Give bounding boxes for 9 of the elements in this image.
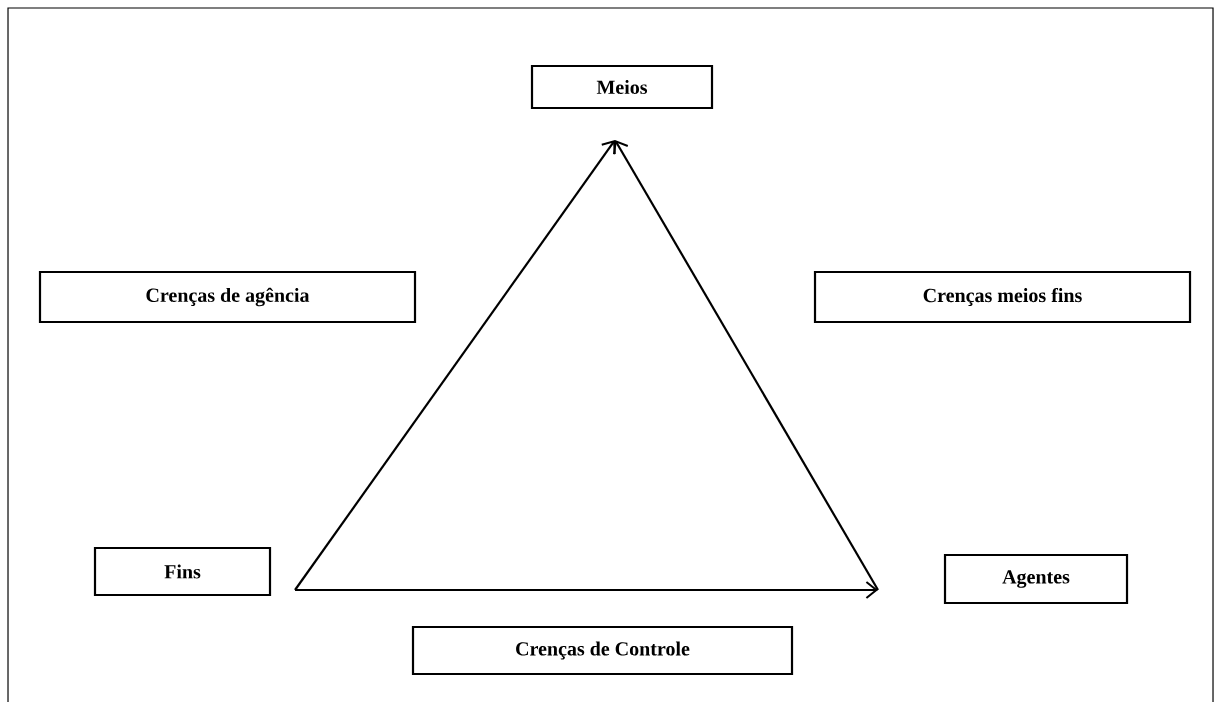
arrow xyxy=(295,581,878,599)
text-box: Fins xyxy=(93,546,272,597)
arrow xyxy=(612,140,879,591)
text-box: Crenças de agência xyxy=(38,270,417,324)
text-box: Crenças de Controle xyxy=(411,625,794,676)
text-box: Agentes xyxy=(943,553,1129,605)
text-box: Crenças meios fins xyxy=(813,270,1192,324)
arrow xyxy=(294,140,616,591)
text-box: Meios xyxy=(530,64,714,110)
